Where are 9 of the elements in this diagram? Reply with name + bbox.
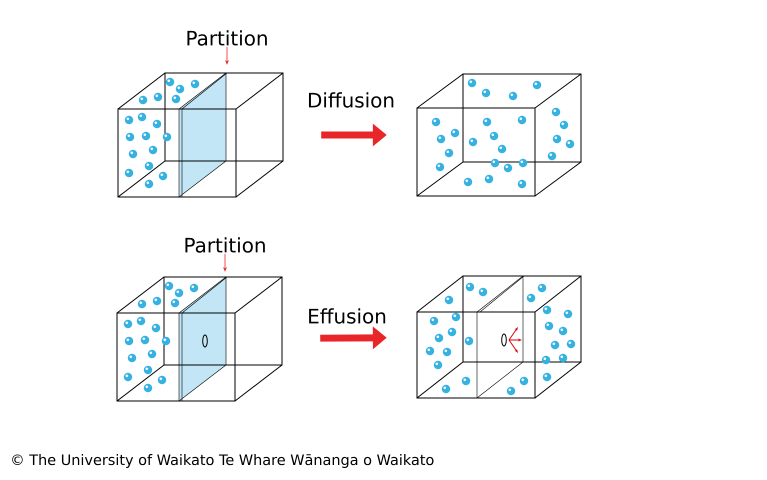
edge-label: Diffusion	[308, 92, 394, 108]
container-drawing	[416, 74, 582, 196]
container-drawing	[118, 72, 284, 198]
container-drawing	[116, 276, 282, 402]
container-drawing	[416, 275, 582, 398]
partition-label: Partition	[187, 30, 267, 46]
partition-label: Partition	[185, 237, 265, 253]
copyright-note: © The University of Waikato Te Whare Wānanga o Waikato	[12, 454, 434, 468]
edge-label: Effusion	[309, 308, 386, 324]
